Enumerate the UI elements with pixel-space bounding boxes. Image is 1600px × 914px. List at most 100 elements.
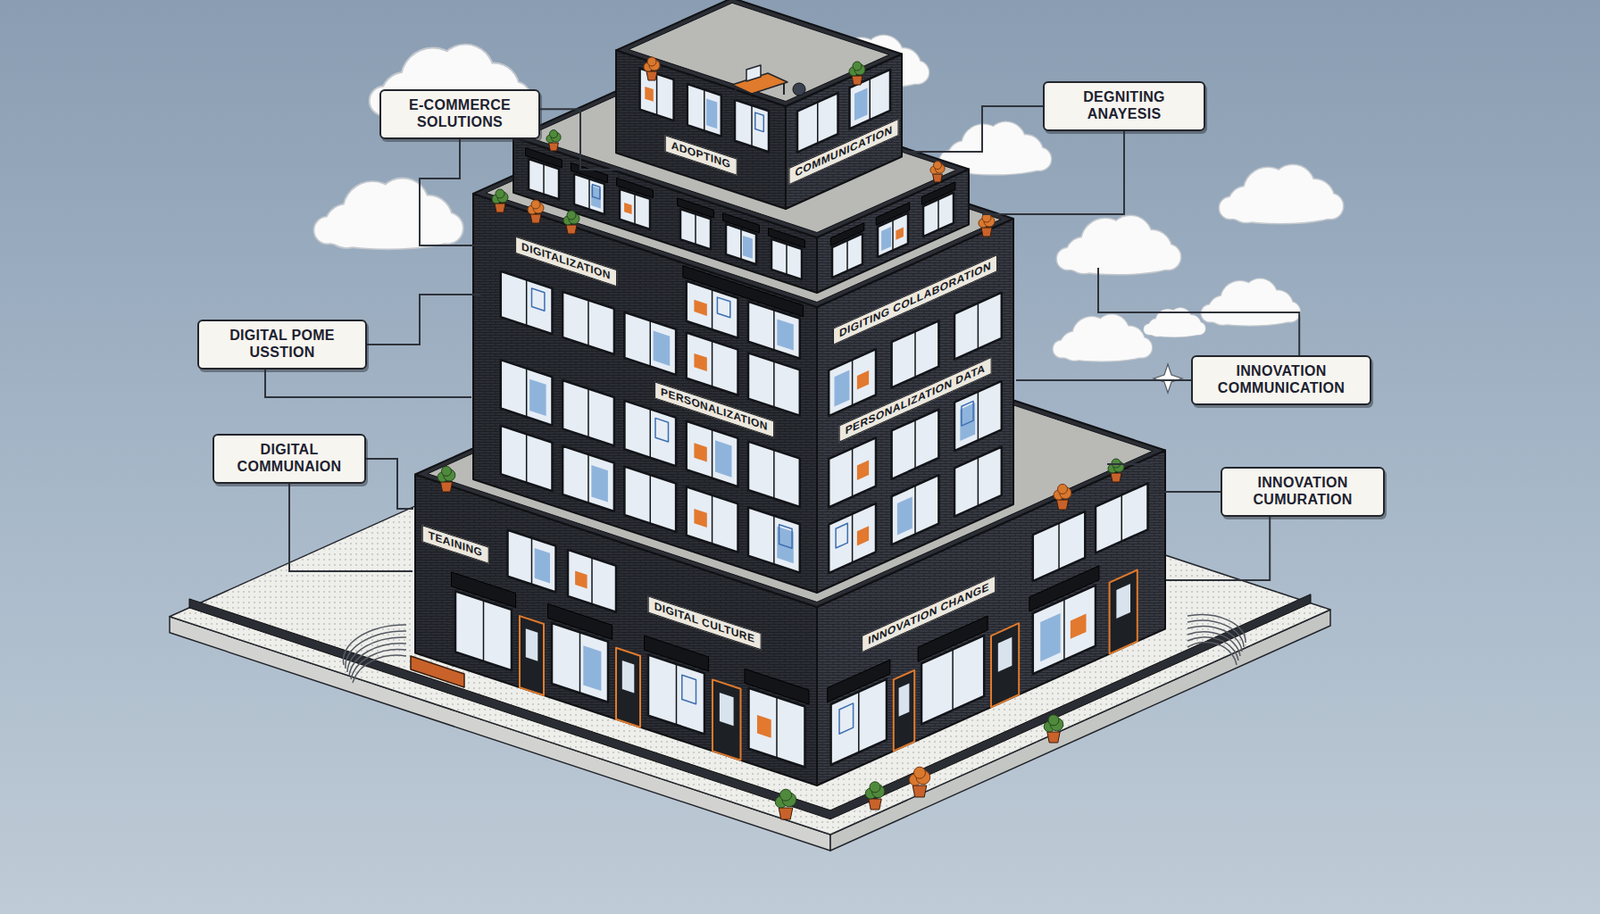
window-mullion: [633, 193, 636, 225]
window-mullion: [703, 89, 706, 131]
door-glass: [525, 628, 539, 662]
building-sign: DIGITAL CULTURE: [648, 596, 762, 651]
window-pane: [776, 318, 794, 350]
building-sign: DIGITALIZATION: [515, 235, 617, 287]
cloud-base: [1202, 307, 1298, 326]
leader-line: [982, 131, 1125, 215]
monitor: [746, 65, 761, 82]
callout-box: DIGITAL POME USSTION: [197, 319, 367, 370]
window: [748, 441, 800, 508]
window-pane: [529, 379, 547, 417]
awning: [921, 182, 955, 206]
window-icon: [961, 400, 974, 426]
door-glass: [1116, 583, 1131, 619]
platform-texture: [169, 391, 1331, 835]
door: [1109, 570, 1138, 655]
plant-leaves: [852, 61, 862, 71]
leader-line: [904, 106, 1043, 152]
window-pane: [653, 331, 671, 367]
cloud: [1057, 216, 1181, 275]
cloud-base: [1054, 342, 1150, 362]
cloud-base: [1058, 250, 1177, 275]
window: [562, 446, 615, 512]
window-pane: [534, 548, 550, 584]
window-mullion: [525, 368, 528, 417]
window-mullion: [650, 408, 652, 458]
window-icon: [755, 112, 765, 133]
window-poster: [693, 442, 707, 462]
window-mullion: [858, 691, 860, 753]
plant-leaves: [780, 789, 792, 801]
leader-line: [1166, 516, 1270, 581]
window-poster: [895, 227, 904, 241]
leader-line: [1107, 464, 1221, 492]
window: [500, 359, 553, 426]
window-icon: [655, 417, 669, 442]
window-mullion: [977, 303, 980, 350]
window-icon: [532, 288, 545, 311]
planter-box: [410, 656, 465, 688]
cloud-base: [1144, 325, 1204, 338]
awning: [830, 223, 864, 247]
window-pane: [591, 465, 609, 503]
window-mullion: [951, 650, 954, 711]
window-poster: [757, 715, 772, 739]
window-poster: [857, 460, 869, 481]
window-mullion: [846, 240, 849, 271]
platform: [169, 391, 1331, 851]
door: [616, 648, 641, 728]
window-mullion: [650, 320, 652, 367]
plant-leaves: [1048, 715, 1059, 726]
window-mullion: [775, 697, 778, 759]
window-pane: [897, 496, 913, 535]
window-mullion: [711, 495, 714, 544]
window-poster: [857, 525, 869, 546]
awning: [616, 177, 654, 198]
window: [828, 437, 876, 508]
window-mullion: [740, 229, 742, 260]
window-mullion: [531, 538, 534, 585]
window-mullion: [656, 74, 659, 116]
window: [891, 320, 940, 388]
window: [687, 83, 722, 137]
callout-box: DIGITAL COMMUNAION: [212, 433, 367, 484]
plant-pot: [494, 203, 506, 213]
window-poster: [1070, 614, 1087, 640]
awning: [827, 659, 891, 703]
building-sign: ADOPTING: [665, 134, 738, 176]
leader-line: [540, 108, 625, 170]
window: [686, 421, 739, 488]
leader-line: [1016, 379, 1192, 382]
window: [500, 271, 553, 334]
cloud-base: [316, 220, 459, 249]
plant-pot: [778, 808, 793, 820]
plant-leaves: [495, 189, 505, 199]
awning: [723, 213, 760, 234]
plant-leaves: [869, 782, 881, 793]
callout-box: DEGNITING ANAYESIS: [1042, 81, 1206, 132]
cloud: [314, 178, 463, 249]
window-mullion: [587, 300, 590, 346]
cloud: [1053, 315, 1152, 362]
plant-pot: [981, 227, 992, 237]
stair-step: [349, 643, 407, 676]
cloud-base: [1144, 325, 1204, 338]
callout-box: INNOVATION CUMURATION: [1220, 466, 1385, 517]
window-pane: [1040, 613, 1061, 662]
sparkle: [1153, 364, 1183, 393]
window: [567, 550, 617, 613]
window-pane: [854, 88, 868, 122]
window-pane: [706, 98, 717, 129]
plant-pot: [868, 799, 882, 810]
window-mullion: [977, 391, 980, 441]
window-mullion: [711, 341, 714, 387]
chair: [792, 83, 806, 96]
window-mullion: [591, 558, 593, 605]
door-glass: [899, 683, 910, 717]
plant-leaves: [566, 210, 576, 220]
stair-step: [1187, 637, 1239, 661]
plant-pot: [530, 214, 542, 224]
window-mullion: [851, 359, 854, 406]
callout-text: DEGNITING ANAYESIS: [1055, 89, 1193, 124]
building-sign: DIGITING COLLABORATION: [833, 254, 998, 346]
